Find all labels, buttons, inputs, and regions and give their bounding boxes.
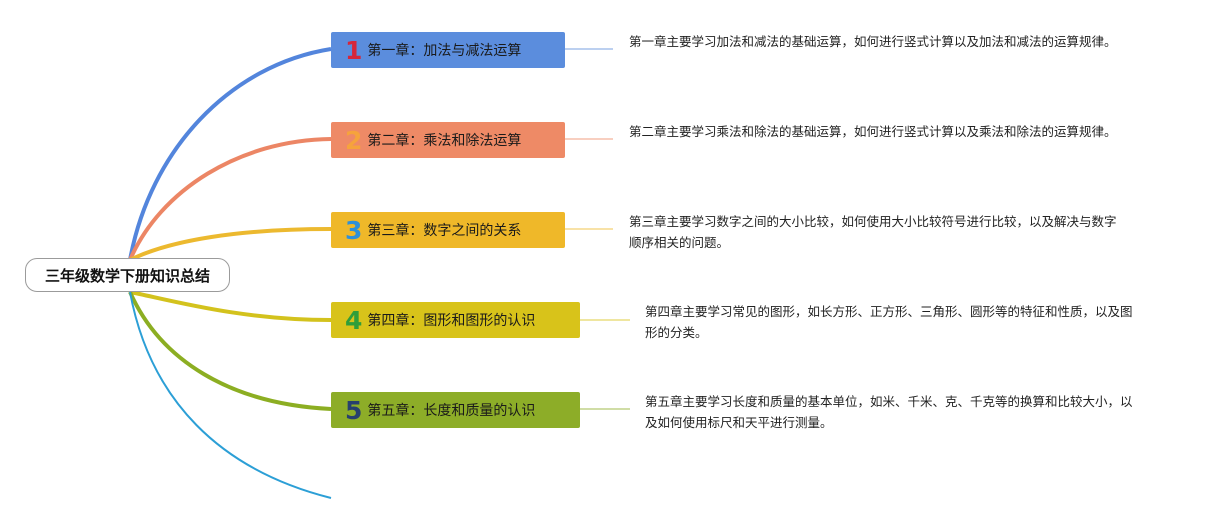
topic-label: 第一章：加法与减法运算 <box>367 43 522 59</box>
topic-chapter-5[interactable]: 5 第五章：长度和质量的认识 <box>331 392 580 428</box>
chapter-number-3: 3 <box>345 215 363 245</box>
chapter-number-4: 4 <box>345 305 363 335</box>
description-chapter-2[interactable]: 第二章主要学习乘法和除法的基础运算，如何进行竖式计算以及乘法和除法的运算规律。 <box>629 124 1117 139</box>
branch-curve-2 <box>128 137 332 261</box>
branch-curve-4 <box>129 290 332 322</box>
topic-chapter-1[interactable]: 1 第一章：加法与减法运算 <box>331 32 565 68</box>
chapter-number-5: 5 <box>345 395 363 425</box>
description-chapter-3[interactable]: 第三章主要学习数字之间的大小比较，如何使用大小比较符号进行比较，以及解决与数字顺… <box>629 214 1117 250</box>
branch-curve-3 <box>129 227 332 262</box>
chapter-number-2: 2 <box>345 125 363 155</box>
topic-chapter-2[interactable]: 2 第二章：乘法和除法运算 <box>331 122 565 158</box>
branch-curve-5 <box>128 291 332 411</box>
topic-label: 第四章：图形和图形的认识 <box>367 313 536 329</box>
description-chapter-5[interactable]: 第五章主要学习长度和质量的基本单位，如米、千米、克、千克等的换算和比较大小，以及… <box>645 394 1133 430</box>
chapter-number-1: 1 <box>345 35 363 65</box>
branch-curve-6 <box>129 291 332 499</box>
description-chapter-4[interactable]: 第四章主要学习常见的图形，如长方形、正方形、三角形、圆形等的特征和性质，以及图形… <box>645 304 1133 340</box>
topic-label: 第五章：长度和质量的认识 <box>367 403 536 419</box>
topic-chapter-4[interactable]: 4 第四章：图形和图形的认识 <box>331 302 580 338</box>
topic-chapter-3[interactable]: 3 第三章：数字之间的关系 <box>331 212 565 248</box>
topic-label: 第二章：乘法和除法运算 <box>367 133 522 149</box>
description-chapter-1[interactable]: 第一章主要学习加法和减法的基础运算，如何进行竖式计算以及加法和减法的运算规律。 <box>629 34 1117 49</box>
topic-label: 第三章：数字之间的关系 <box>367 223 522 239</box>
branch-curve-1 <box>128 47 332 261</box>
central-topic[interactable]: 三年级数学下册知识总结 <box>25 258 230 292</box>
